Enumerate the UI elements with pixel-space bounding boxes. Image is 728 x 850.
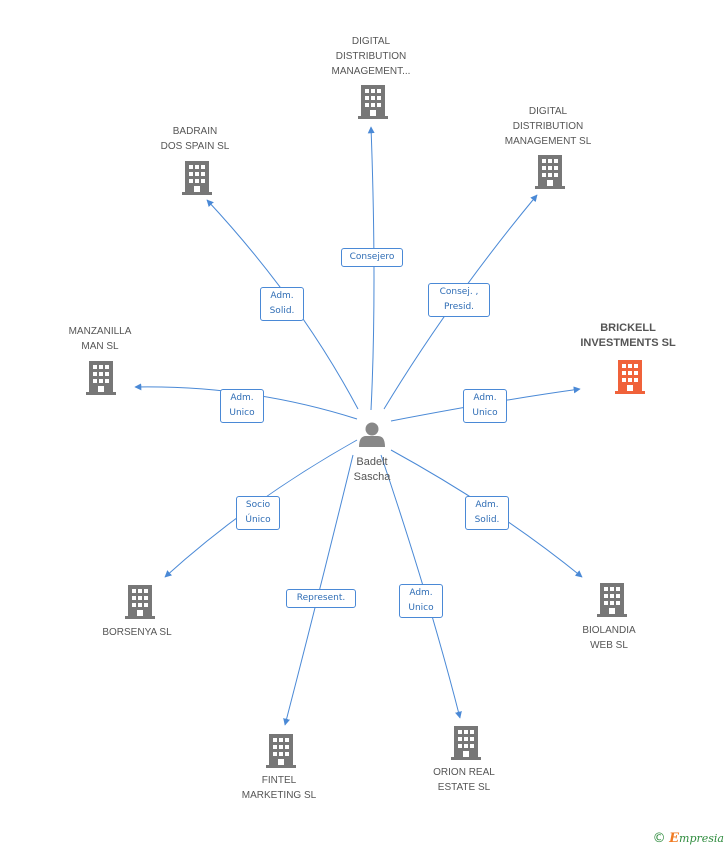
person-name[interactable]: Badelt Sascha [353, 456, 391, 483]
company-label[interactable]: ORION REAL ESTATE SL [433, 767, 495, 793]
copyright-icon: © [652, 831, 666, 846]
company-label[interactable]: BORSENYA SL [102, 627, 172, 638]
company-label[interactable]: BIOLANDIA WEB SL [582, 625, 636, 651]
building-icon[interactable] [125, 585, 155, 619]
relation-label[interactable]: Adm. Solid. [260, 287, 304, 321]
building-icon[interactable] [451, 726, 481, 760]
empresia-logo: © Empresia [653, 831, 724, 846]
building-icon[interactable] [615, 360, 645, 394]
relation-label[interactable]: Consej. , Presid. [428, 283, 490, 317]
relation-label[interactable]: Consejero [341, 248, 403, 267]
building-icon[interactable] [182, 161, 212, 195]
building-icon[interactable] [358, 85, 388, 119]
relation-label[interactable]: Represent. [286, 589, 356, 608]
building-icon[interactable] [86, 361, 116, 395]
brand-name: mpresia [679, 832, 724, 845]
company-label[interactable]: BADRAIN DOS SPAIN SL [160, 126, 230, 152]
building-icon[interactable] [535, 155, 565, 189]
relation-label[interactable]: Socio Único [236, 496, 280, 530]
relation-edge [367, 126, 375, 411]
building-icon[interactable] [266, 734, 296, 768]
relation-label[interactable]: Adm. Unico [399, 584, 443, 618]
company-label[interactable]: DIGITAL DISTRIBUTION MANAGEMENT... [331, 36, 411, 77]
company-label[interactable]: MANZANILLA MAN SL [68, 326, 132, 352]
person-icon [359, 422, 385, 447]
relation-label[interactable]: Adm. Unico [220, 389, 264, 423]
company-label[interactable]: FINTEL MARKETING SL [241, 775, 317, 801]
company-label[interactable]: DIGITAL DISTRIBUTION MANAGEMENT SL [504, 106, 592, 147]
relation-label[interactable]: Adm. Unico [463, 389, 507, 423]
company-label[interactable]: BRICKELL INVESTMENTS SL [580, 322, 676, 349]
relation-label[interactable]: Adm. Solid. [465, 496, 509, 530]
building-icon[interactable] [597, 583, 627, 617]
brand-initial: E [669, 831, 680, 846]
